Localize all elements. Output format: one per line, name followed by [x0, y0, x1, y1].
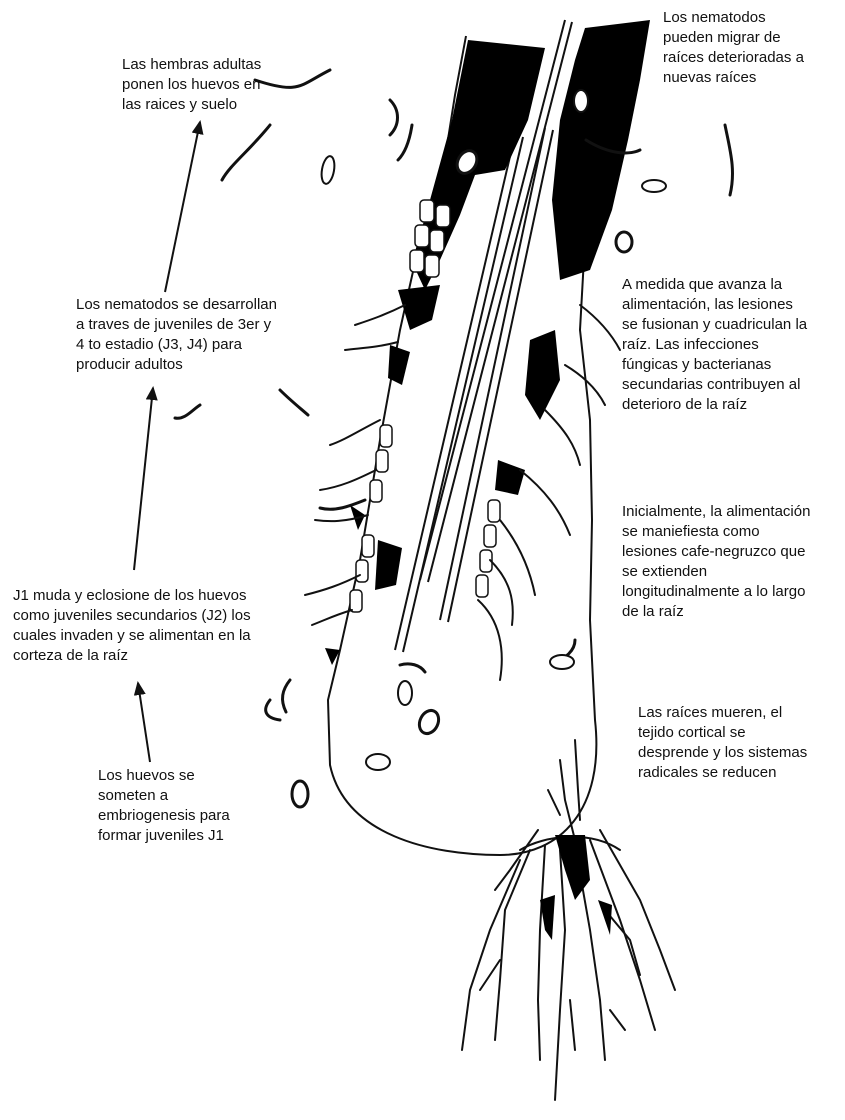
lesion-left-mid: [398, 285, 440, 330]
egg-2: [642, 180, 666, 192]
worm-2: [390, 100, 398, 135]
label-j1-molt: J1 muda y eclosione de los huevos como j…: [13, 586, 251, 666]
egg-5: [574, 90, 588, 112]
label-development: Los nematodos se desarrollan a traves de…: [76, 295, 277, 375]
reduced-root-system: [462, 740, 675, 1100]
egg-7: [416, 707, 442, 736]
arrow-to-adult-females: [165, 122, 200, 292]
arrow-to-j1-molt: [138, 683, 150, 762]
worm-7: [280, 390, 308, 415]
label-lesions-merge: A medida que avanza la alimentación, las…: [622, 275, 807, 415]
worm-1: [255, 70, 330, 87]
egg-1: [320, 155, 337, 185]
egg-8: [366, 754, 390, 770]
egg-10: [550, 655, 574, 669]
egg-3: [616, 232, 632, 252]
label-migration: Los nematodos pueden migrar de raíces de…: [663, 8, 804, 88]
label-initial-feeding: Inicialmente, la alimentación se maniefi…: [622, 502, 810, 622]
label-adult-females: Las hembras adultas ponen los huevos en …: [122, 55, 261, 115]
lesion-small-3: [495, 460, 525, 495]
lifecycle-arrows: [134, 122, 200, 762]
worm-6: [725, 125, 733, 195]
worm-8: [175, 405, 200, 418]
worm-9: [320, 500, 365, 509]
lesion-left-lower: [388, 345, 410, 385]
lesion-left-upper: [412, 40, 545, 290]
egg-6: [398, 681, 412, 705]
lesion-small-2: [375, 540, 402, 590]
worm-12: [400, 664, 425, 672]
arrow-to-development: [134, 388, 153, 570]
label-eggs: Los huevos se someten a embriogenesis pa…: [98, 766, 230, 846]
worm-10: [283, 680, 290, 712]
lesion-right-mid: [525, 330, 560, 420]
cortical-cells: [350, 200, 500, 612]
worm-11: [266, 700, 280, 720]
lesion-right-upper: [552, 20, 650, 280]
worm-3: [222, 125, 270, 180]
worm-4: [398, 125, 412, 160]
egg-9: [292, 781, 308, 807]
label-roots-die: Las raíces mueren, el tejido cortical se…: [638, 703, 807, 783]
reduced-root-lesions: [540, 835, 612, 940]
